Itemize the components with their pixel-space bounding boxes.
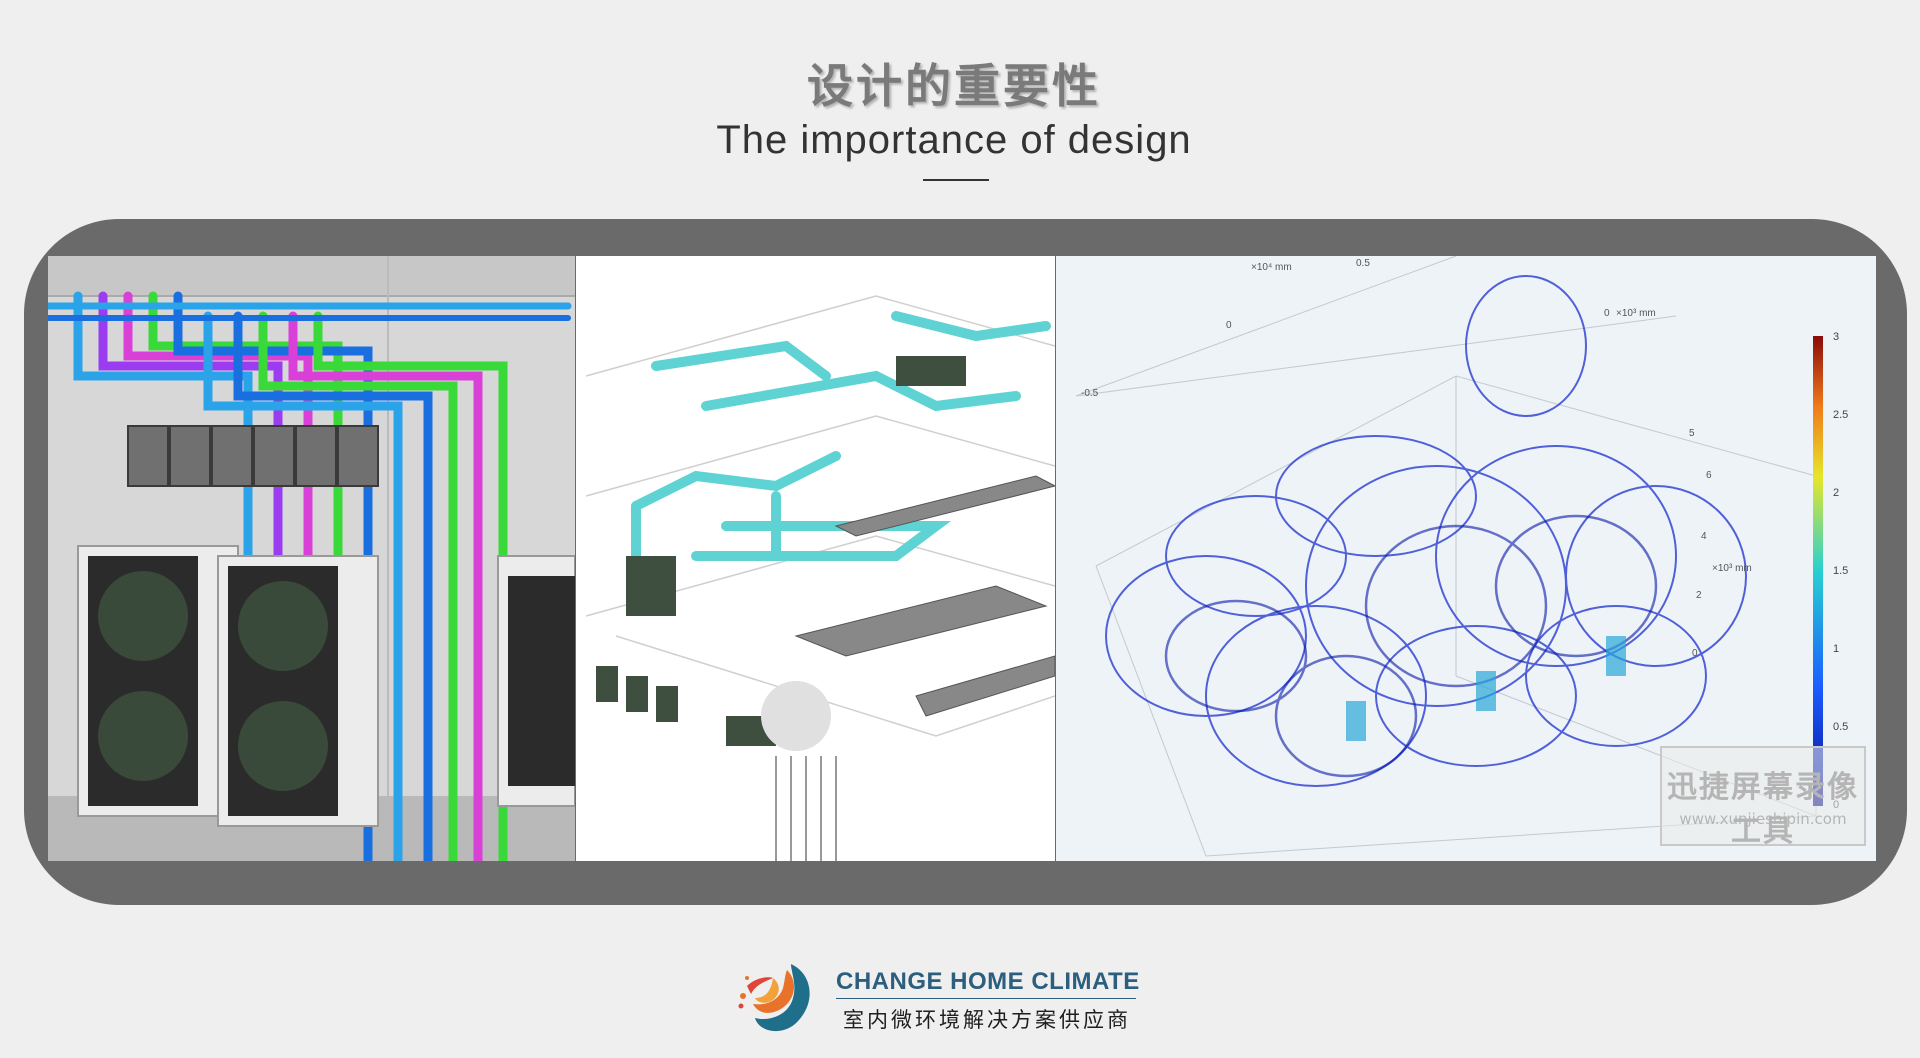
colorbar-tick: 1.5 (1833, 565, 1848, 577)
colorbar-tick: 1 (1833, 643, 1839, 655)
brand-name-english: CHANGE HOME CLIMATE (836, 968, 1140, 995)
axis-label: ×10³ mm (1712, 563, 1752, 574)
outdoor-units-render-image (48, 256, 575, 861)
brand-logo: CHANGE HOME CLIMATE 室内微环境解决方案供应商 (733, 956, 1140, 1036)
axis-label: ×10⁴ mm (1251, 262, 1292, 273)
axis-label: 0 (1604, 308, 1610, 319)
flame-leaf-logo-icon (738, 964, 810, 1032)
hvac-ductwork-diagram-image (576, 256, 1055, 861)
watermark-url: www.xunjieshipin.com (1679, 810, 1847, 828)
colorbar-tick: 3 (1833, 331, 1839, 343)
title-underline (923, 179, 989, 181)
axis-label: 0.5 (1356, 258, 1370, 269)
colorbar-tick: 2.5 (1833, 409, 1848, 421)
axis-label: 2 (1696, 590, 1702, 601)
axis-label: 5 (1689, 428, 1695, 439)
page-title-english: The importance of design (716, 118, 1192, 162)
axis-label: 4 (1701, 531, 1707, 542)
brand-tagline-chinese: 室内微环境解决方案供应商 (843, 1008, 1131, 1032)
axis-label: 0 (1692, 648, 1698, 659)
axis-label: 6 (1706, 470, 1712, 481)
screen-recorder-watermark: 迅捷屏幕录像工具 www.xunjieshipin.com (1660, 746, 1866, 849)
page-title-chinese: 设计的重要性 (807, 59, 1101, 113)
colorbar-tick: 2 (1833, 487, 1839, 499)
watermark-title: 迅捷屏幕录像工具 (1667, 770, 1859, 849)
brand-divider (836, 998, 1136, 999)
axis-label: -0.5 (1081, 388, 1099, 399)
colorbar-tick: 0.5 (1833, 721, 1848, 733)
axis-label: 0 (1226, 320, 1232, 331)
axis-label: ×10³ mm (1616, 308, 1656, 319)
